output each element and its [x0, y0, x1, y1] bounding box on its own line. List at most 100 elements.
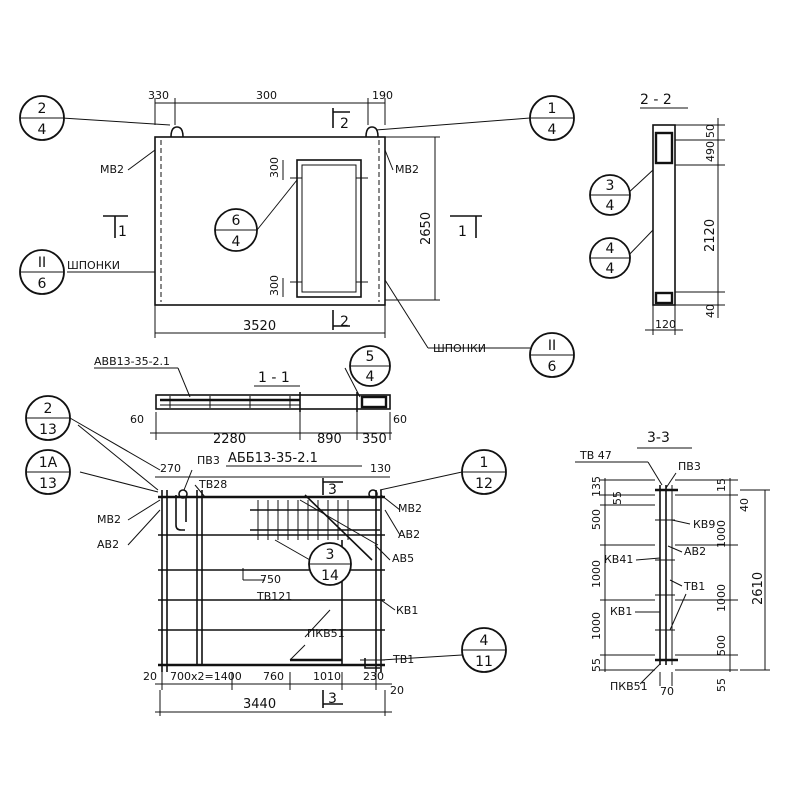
section-2-2: 2 - 2 50 490 2120 40 120 — [625, 92, 725, 335]
dim-500-left: 500 — [590, 509, 603, 530]
callout-6-4-top: 6 — [232, 213, 241, 229]
callout-4-11-bottom: 11 — [475, 654, 493, 670]
callout-1A-13-top: 1А — [39, 455, 58, 471]
panel-outline — [154, 136, 386, 306]
label-av5: АВ5 — [392, 552, 414, 565]
callout-II-6-left-bottom: 6 — [38, 276, 47, 292]
label-pv3-33: ПВ3 — [678, 460, 701, 473]
dim-300-top: 300 — [256, 89, 277, 102]
lifting-loop-left — [170, 126, 184, 138]
callout-1-4-top: 1 — [548, 101, 557, 117]
dim-70: 70 — [660, 685, 674, 698]
dim-1010: 1010 — [313, 670, 341, 683]
panel-elevation: 330 300 190 300 300 2650 3520 2 2 1 1 МВ… — [61, 89, 531, 355]
dim-1000-l2: 1000 — [590, 612, 603, 640]
section-1-1: 1 - 1 АВВ13-35-2.1 60 60 2280 890 350 — [69, 355, 407, 471]
dim-1000-r2: 1000 — [715, 584, 728, 612]
label-kv1: КВ1 — [396, 604, 418, 617]
dim-230: 230 — [363, 670, 384, 683]
label-tv28: ТВ28 — [198, 478, 227, 491]
callout-2-4: 2 4 — [19, 95, 65, 141]
callout-4-11-top: 4 — [480, 633, 489, 649]
dim-3520: 3520 — [243, 319, 276, 334]
callout-5-4: 5 4 — [349, 345, 391, 387]
label-tv47: ТВ 47 — [579, 449, 612, 462]
dim-700x2: 700х2=1400 — [170, 670, 242, 683]
frame-label-abb: АББ13-35-2.1 — [228, 451, 318, 466]
callout-6-4: 6 4 — [214, 208, 258, 252]
callout-II-6-left-top: II — [38, 255, 46, 271]
callout-3-4-top: 3 — [606, 178, 615, 194]
cut-mark-2-bottom: 2 — [340, 314, 349, 330]
label-tv1: ТВ1 — [392, 653, 414, 666]
callout-1A-13-bottom: 13 — [39, 476, 57, 492]
section-3-3-title: 3-3 — [647, 430, 670, 446]
dim-890: 890 — [317, 432, 342, 447]
cut-mark-2-top: 2 — [340, 116, 349, 132]
dim-330: 330 — [148, 89, 169, 102]
callout-2-13: 2 13 — [25, 395, 71, 441]
frame-label-avv: АВВ13-35-2.1 — [94, 355, 170, 368]
label-tv121: ТВ121 — [256, 590, 292, 603]
door-opening — [296, 159, 362, 298]
callout-4-11: 4 11 — [461, 627, 507, 673]
dim-40-3: 40 — [738, 498, 751, 512]
dim-2650: 2650 — [419, 212, 434, 245]
label-av2-right: АВ2 — [398, 528, 420, 541]
label-kv41: КВ41 — [604, 553, 633, 566]
callout-2-13-top: 2 — [44, 401, 53, 417]
callout-4-4-top: 4 — [606, 241, 615, 257]
dim-500-right: 500 — [715, 635, 728, 656]
dim-40: 40 — [704, 304, 717, 318]
label-tv1-33: ТВ1 — [683, 580, 705, 593]
dim-135: 135 — [590, 476, 603, 497]
section-2-2-title: 2 - 2 — [640, 92, 672, 108]
label-mv2-right: МВ2 — [398, 502, 422, 515]
dim-15: 15 — [715, 478, 728, 492]
dim-55-right: 55 — [715, 678, 728, 692]
lifting-loop-right — [365, 126, 379, 138]
callout-3-14-bottom: 14 — [321, 568, 339, 584]
mark-mv2-right: МВ2 — [395, 163, 419, 176]
callout-2-4-top: 2 — [38, 101, 47, 117]
callout-6-4-bottom: 4 — [232, 234, 241, 250]
dim-55-top: 55 — [611, 491, 624, 505]
label-av2-left: АВ2 — [97, 538, 119, 551]
label-kv1-33: КВ1 — [610, 605, 632, 618]
callout-5-4-bottom: 4 — [366, 369, 375, 385]
label-shponki-left: ШПОНКИ — [67, 259, 120, 272]
dim-2280: 2280 — [213, 432, 246, 447]
dim-300-a: 300 — [268, 157, 281, 178]
callout-2-13-bottom: 13 — [39, 422, 57, 438]
dim-2610: 2610 — [751, 572, 766, 605]
dim-1000-l1: 1000 — [590, 560, 603, 588]
dim-350: 350 — [362, 432, 387, 447]
callout-4-4-bottom: 4 — [606, 261, 615, 277]
dim-190: 190 — [372, 89, 393, 102]
dim-760: 760 — [263, 670, 284, 683]
callout-1-12: 1 12 — [461, 449, 507, 495]
section-2-2-body — [652, 124, 676, 306]
callout-II-6-right-top: II — [548, 338, 556, 354]
cut-mark-1-right: 1 — [458, 224, 467, 240]
section-1-1-title: 1 - 1 — [258, 370, 290, 386]
label-pkv51: ПКВ51 — [307, 627, 345, 640]
callout-II-6-right-bottom: 6 — [548, 359, 557, 375]
dim-120: 120 — [655, 318, 676, 331]
dim-50: 50 — [704, 124, 717, 138]
callout-1-12-bottom: 12 — [475, 476, 493, 492]
label-pv3: ПВ3 — [197, 454, 220, 467]
callout-1-4: 1 4 — [529, 95, 575, 141]
callout-3-4: 3 4 — [589, 174, 631, 216]
mark-mv2-left: МВ2 — [100, 163, 124, 176]
dim-490: 490 — [704, 141, 717, 162]
callout-3-4-bottom: 4 — [606, 198, 615, 214]
callout-1-4-bottom: 4 — [548, 122, 557, 138]
label-mv2-left: МВ2 — [97, 513, 121, 526]
dim-3440: 3440 — [243, 697, 276, 712]
dim-750: 750 — [260, 573, 281, 586]
callout-II-6-right: II 6 — [529, 332, 575, 378]
reinforcement-cage: 750 АББ13-35-2.1 270 130 ПВ3 ТВ28 МВ2 АВ… — [77, 424, 463, 716]
